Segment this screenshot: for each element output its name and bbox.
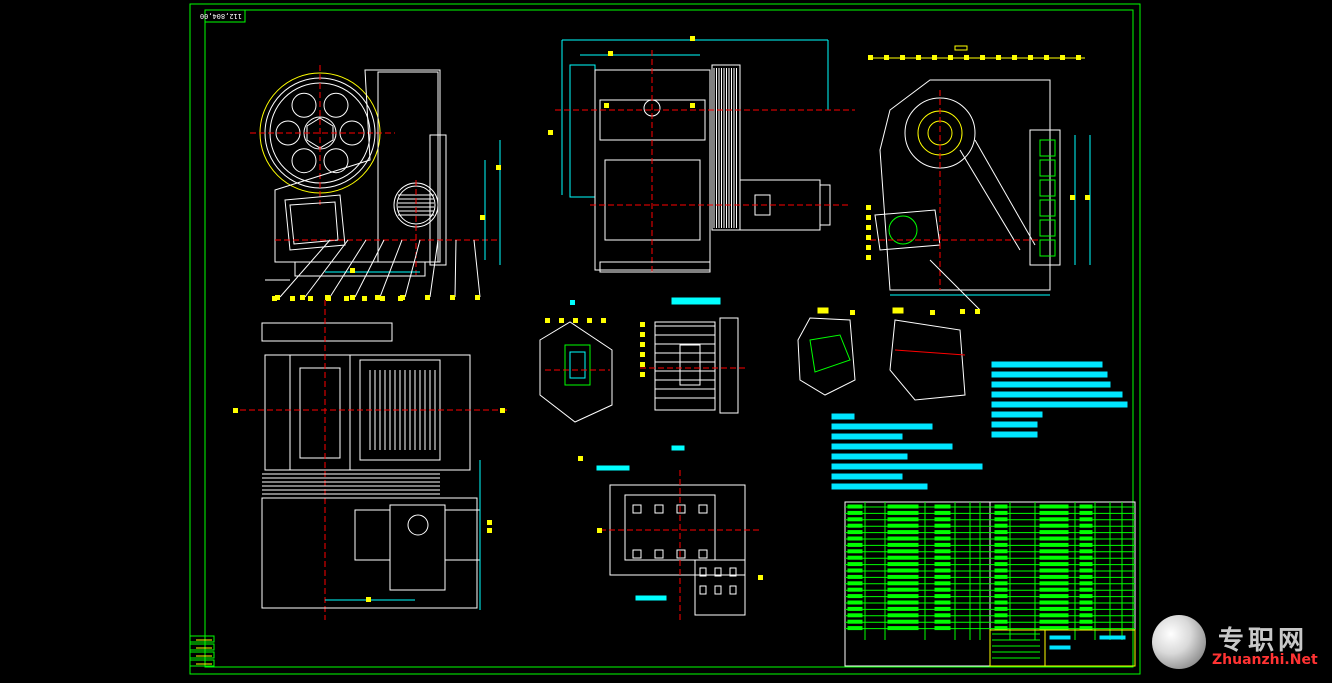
section-view — [866, 45, 1091, 314]
toggle-plate-view — [578, 445, 763, 620]
sheet-id-label: 112,804,00 — [199, 12, 242, 20]
plan-view — [233, 296, 510, 620]
watermark-chinese: 专职网 — [1218, 626, 1309, 656]
detail-pulley — [640, 297, 745, 414]
technical-notes — [831, 361, 1128, 490]
detail-jaw-2 — [889, 307, 966, 401]
watermark-english: Zhuanzhi.Net — [1212, 652, 1318, 668]
detail-bearing — [539, 300, 613, 423]
front-elevation — [250, 65, 501, 300]
parts-list — [844, 501, 1136, 667]
detail-jaw-1 — [797, 307, 856, 396]
drawing-frame — [189, 3, 1141, 675]
side-elevation — [548, 36, 855, 275]
watermark-logo-icon — [1152, 615, 1206, 669]
